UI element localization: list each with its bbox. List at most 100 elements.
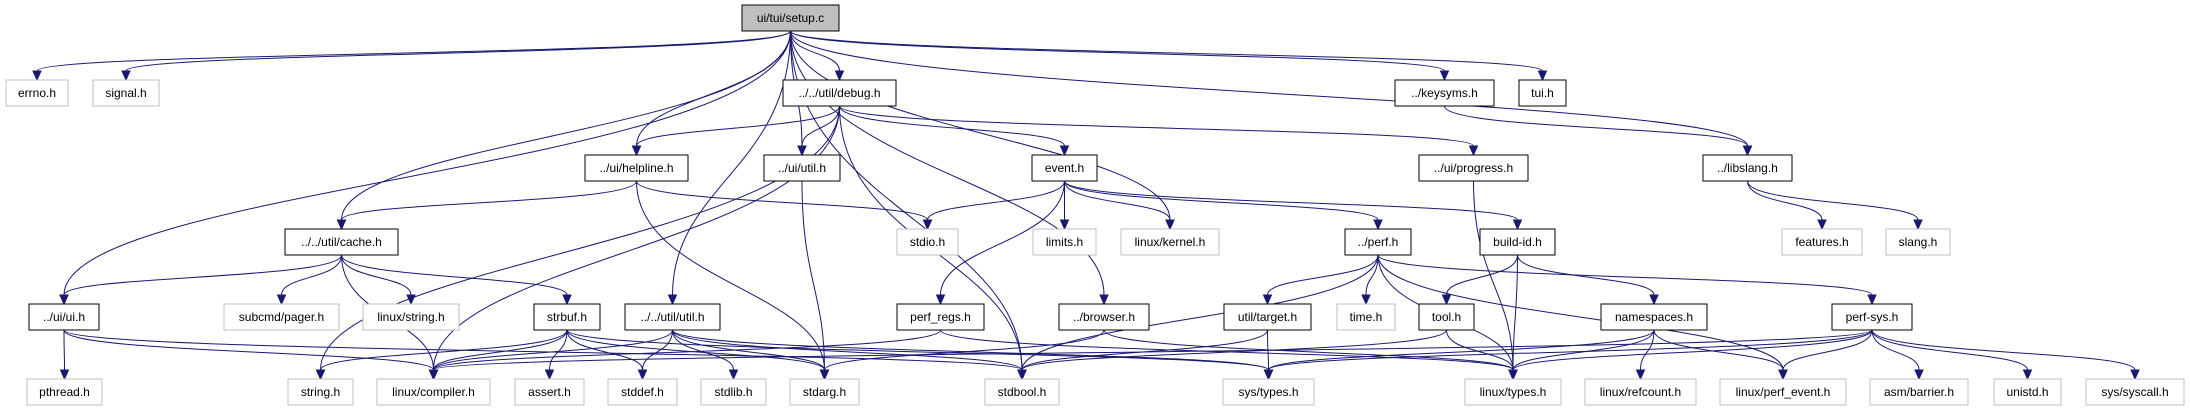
node-util[interactable]: ../../util/util.h bbox=[624, 303, 721, 331]
node-time[interactable]: time.h bbox=[1336, 303, 1396, 331]
node-label: assert.h bbox=[528, 385, 571, 399]
node-stdarg[interactable]: stdarg.h bbox=[789, 378, 860, 406]
node-box bbox=[584, 154, 689, 182]
arrowhead-icon bbox=[1262, 294, 1273, 306]
node-uiutil[interactable]: ../ui/util.h bbox=[763, 154, 841, 182]
arrowhead-icon bbox=[121, 70, 131, 82]
edge-setup-to-debug bbox=[790, 30, 845, 82]
node-label: perf_regs.h bbox=[910, 310, 971, 324]
node-libslang[interactable]: ../libslang.h bbox=[1702, 154, 1793, 182]
node-ui[interactable]: ../ui/ui.h bbox=[28, 303, 100, 331]
node-label: sys/types.h bbox=[1238, 385, 1298, 399]
node-box bbox=[1222, 378, 1315, 406]
node-lstring[interactable]: linux/string.h bbox=[362, 303, 460, 331]
arrowhead-icon bbox=[667, 294, 678, 306]
node-stddef[interactable]: stddef.h bbox=[607, 378, 678, 406]
edge-event-to-stdio bbox=[922, 180, 1065, 231]
node-refcount[interactable]: linux/refcount.h bbox=[1584, 378, 1697, 406]
edge-setup-to-helpline bbox=[631, 30, 791, 157]
node-browser[interactable]: ../browser.h bbox=[1058, 303, 1150, 331]
node-barrier[interactable]: asm/barrier.h bbox=[1869, 378, 1969, 406]
edge-buildid-to-namespaces bbox=[1517, 254, 1659, 306]
node-cache[interactable]: ../../util/cache.h bbox=[284, 228, 399, 256]
node-box bbox=[1702, 154, 1793, 182]
edge-setup-to-keysyms bbox=[790, 30, 1450, 82]
node-label: event.h bbox=[1045, 161, 1084, 175]
arrowhead-icon bbox=[2130, 369, 2140, 381]
node-namespaces[interactable]: namespaces.h bbox=[1600, 303, 1708, 331]
node-tool[interactable]: tool.h bbox=[1418, 303, 1475, 331]
node-label: linux/compiler.h bbox=[392, 385, 475, 399]
node-label: linux/types.h bbox=[1480, 385, 1547, 399]
arrowhead-icon bbox=[834, 70, 845, 82]
node-slang[interactable]: slang.h bbox=[1885, 228, 1951, 256]
node-unistd[interactable]: unistd.h bbox=[1993, 378, 2062, 406]
node-box bbox=[1781, 228, 1863, 256]
node-limits[interactable]: limits.h bbox=[1032, 228, 1097, 256]
node-label: slang.h bbox=[1899, 235, 1938, 249]
node-stdlib[interactable]: stdlib.h bbox=[700, 378, 767, 406]
edge-cache-to-lstring bbox=[341, 254, 416, 306]
node-buildid[interactable]: build-id.h bbox=[1479, 228, 1556, 256]
node-label: unistd.h bbox=[2006, 385, 2048, 399]
node-errno[interactable]: errno.h bbox=[5, 79, 69, 107]
node-box bbox=[896, 303, 985, 331]
node-compiler[interactable]: linux/compiler.h bbox=[376, 378, 491, 406]
node-helpline[interactable]: ../ui/helpline.h bbox=[584, 154, 689, 182]
node-pager[interactable]: subcmd/pager.h bbox=[223, 303, 340, 331]
arrowhead-icon bbox=[1059, 145, 1070, 157]
node-debug[interactable]: ../../util/debug.h bbox=[782, 79, 897, 107]
edge-libslang-to-features bbox=[1747, 180, 1827, 231]
node-label: signal.h bbox=[105, 86, 146, 100]
edge-perf-to-time bbox=[1361, 254, 1379, 306]
edge-perf-to-target bbox=[1262, 254, 1379, 306]
node-perfsys[interactable]: perf-sys.h bbox=[1831, 303, 1913, 331]
node-event[interactable]: event.h bbox=[1031, 154, 1098, 182]
node-string[interactable]: string.h bbox=[287, 378, 354, 406]
node-label: ../ui/util.h bbox=[778, 161, 826, 175]
arrowhead-icon bbox=[1649, 294, 1659, 306]
node-label: stdlib.h bbox=[714, 385, 752, 399]
node-stdbool[interactable]: stdbool.h bbox=[984, 378, 1060, 406]
node-box bbox=[284, 228, 399, 256]
node-box bbox=[896, 228, 959, 256]
node-target[interactable]: util/target.h bbox=[1223, 303, 1312, 331]
node-box bbox=[1120, 228, 1220, 256]
node-perfregs[interactable]: perf_regs.h bbox=[896, 303, 985, 331]
node-pthread[interactable]: pthread.h bbox=[26, 378, 103, 406]
node-setup[interactable]: ui/tui/setup.c bbox=[741, 4, 840, 32]
arrowhead-icon bbox=[1867, 294, 1877, 306]
node-box bbox=[700, 378, 767, 406]
node-perf[interactable]: ../perf.h bbox=[1344, 228, 1412, 256]
node-box bbox=[789, 378, 860, 406]
node-systypes[interactable]: sys/types.h bbox=[1222, 378, 1315, 406]
node-assert[interactable]: assert.h bbox=[514, 378, 585, 406]
node-label: ../../util/debug.h bbox=[798, 86, 880, 100]
edge-setup-to-cache bbox=[336, 30, 791, 231]
node-syscall[interactable]: sys/syscall.h bbox=[2085, 378, 2185, 406]
arrowhead-icon bbox=[544, 369, 555, 381]
node-box bbox=[514, 378, 585, 406]
edge-tool-to-stdbool bbox=[1017, 329, 1447, 381]
node-ltypes[interactable]: linux/types.h bbox=[1464, 378, 1562, 406]
arrowhead-icon bbox=[1817, 219, 1827, 231]
arrowhead-icon bbox=[1635, 369, 1646, 381]
edge-keysyms-to-libslang bbox=[1444, 105, 1753, 157]
node-progress[interactable]: ../ui/progress.h bbox=[1418, 154, 1529, 182]
node-signal[interactable]: signal.h bbox=[92, 79, 160, 107]
edge-event-to-buildid bbox=[1064, 180, 1523, 231]
node-label: util/target.h bbox=[1238, 310, 1297, 324]
node-kernel[interactable]: linux/kernel.h bbox=[1120, 228, 1220, 256]
arrowhead-icon bbox=[1512, 219, 1523, 231]
node-tui[interactable]: tui.h bbox=[1518, 79, 1567, 107]
node-box bbox=[28, 303, 100, 331]
node-box bbox=[1058, 303, 1150, 331]
node-strbuf[interactable]: strbuf.h bbox=[533, 303, 601, 331]
node-box bbox=[1394, 79, 1495, 107]
node-keysyms[interactable]: ../keysyms.h bbox=[1394, 79, 1495, 107]
arrowhead-icon bbox=[1468, 145, 1479, 157]
node-features[interactable]: features.h bbox=[1781, 228, 1863, 256]
arrowhead-icon bbox=[637, 369, 648, 381]
node-stdio[interactable]: stdio.h bbox=[896, 228, 959, 256]
node-perfevent[interactable]: linux/perf_event.h bbox=[1719, 378, 1847, 406]
